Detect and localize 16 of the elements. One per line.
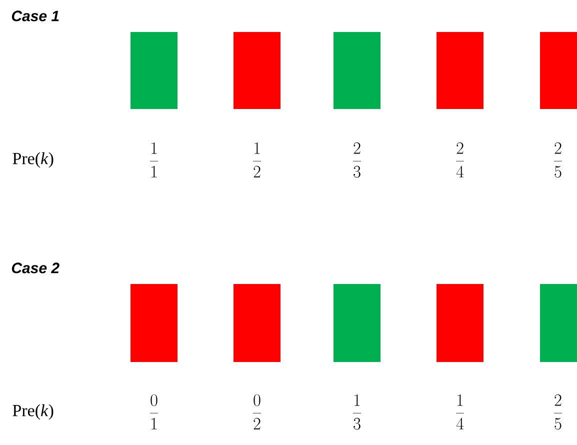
row-label: Pre(k) (12, 152, 54, 168)
case-heading: Case 1 (12, 10, 59, 22)
color-block (130, 32, 178, 109)
row-label: Pre(k) (12, 404, 54, 420)
fraction: $\frac{1}{4}$ (456, 394, 464, 430)
color-block (234, 284, 280, 362)
color-block (436, 32, 484, 109)
color-block (334, 32, 380, 109)
color-block (540, 32, 577, 109)
color-block (234, 32, 280, 109)
color-block (334, 284, 380, 362)
case-heading: Case 2 (12, 262, 60, 274)
color-block (436, 284, 484, 362)
color-block (540, 284, 577, 362)
fraction: $\frac{2}{5}$ (554, 394, 562, 430)
color-block (130, 284, 178, 362)
